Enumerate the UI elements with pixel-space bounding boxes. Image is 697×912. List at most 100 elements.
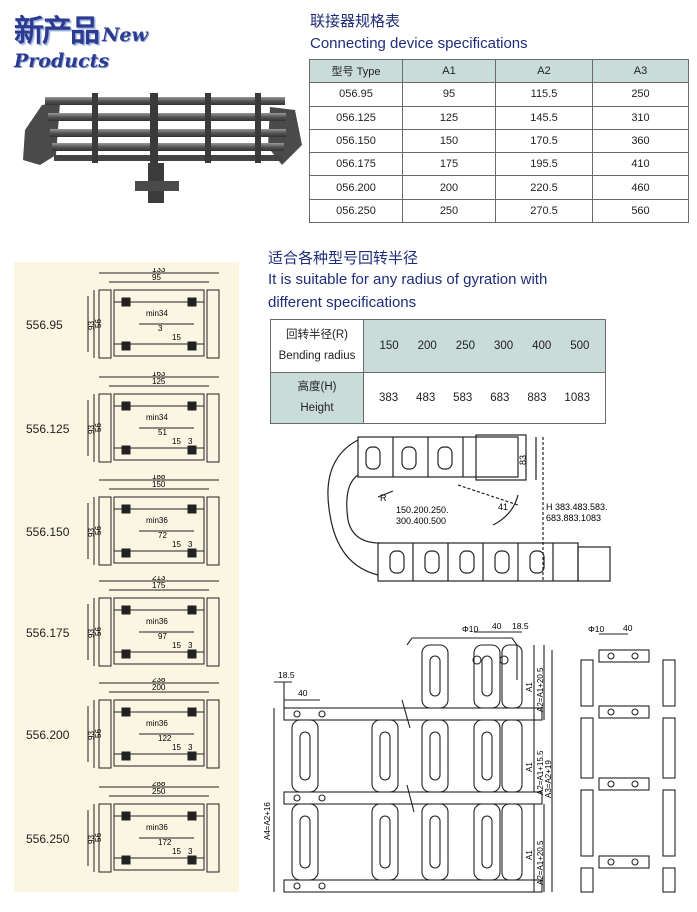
a1-top-label: A1 bbox=[525, 682, 534, 692]
radius-label-cn: 回转半径(R) bbox=[286, 329, 348, 341]
height-label-en: Height bbox=[300, 402, 334, 414]
height-values: 383 483 583 683 883 1083 bbox=[363, 372, 606, 424]
link-side-view-drawing: Φ10 40 bbox=[580, 623, 676, 893]
dim-min-width: min34 bbox=[146, 413, 168, 422]
radius-value: 150 bbox=[379, 340, 399, 352]
a2-mid-formula-label: A2=A1+15.5 bbox=[536, 750, 545, 795]
radius-label-en: Bending radius bbox=[278, 350, 356, 362]
cross-section-label: 556.200 bbox=[26, 728, 70, 742]
dim-inner-width: 150 bbox=[152, 480, 166, 489]
height-value: 383 bbox=[378, 392, 399, 404]
dim-extra-width: 3 bbox=[188, 540, 193, 549]
dim-min-width: min34 bbox=[146, 309, 168, 318]
dim-small-width: 15 bbox=[172, 437, 181, 446]
cell-a1: 125 bbox=[402, 105, 496, 130]
spec-col-a2: A2 bbox=[495, 58, 593, 84]
dim-outer-width: 188 bbox=[152, 475, 166, 481]
cell-type: 056.200 bbox=[309, 175, 403, 200]
cell-a2: 195.5 bbox=[495, 152, 593, 177]
height-value: 1083 bbox=[564, 392, 591, 404]
dim-height-93: 93 bbox=[87, 835, 96, 844]
height-values-line2: 683.883.1083 bbox=[546, 513, 601, 523]
angle-41-label: 41 bbox=[498, 502, 508, 512]
radius-title-en-2: different specifications bbox=[268, 294, 417, 311]
cell-a2: 145.5 bbox=[495, 105, 593, 130]
cell-a2: 170.5 bbox=[495, 128, 593, 154]
dim-outer-width: 163 bbox=[152, 372, 166, 378]
cell-a3: 360 bbox=[592, 128, 689, 154]
dim-height-56: 56 bbox=[94, 833, 103, 842]
side-view-unit bbox=[580, 649, 676, 707]
dim-height-93: 93 bbox=[87, 629, 96, 638]
dim-mid-width: 97 bbox=[158, 632, 167, 641]
dim-extra-width: 3 bbox=[188, 847, 193, 856]
a4-formula-label: A4=A2+16 bbox=[263, 802, 272, 840]
cable-chain-photo bbox=[23, 93, 302, 203]
dim-inner-width: 250 bbox=[152, 787, 166, 796]
dim-mid-width: 51 bbox=[158, 428, 167, 437]
height-values-line1: H 383.483.583. bbox=[546, 502, 608, 512]
a2-bottom-formula-label: A2=A1+20.5 bbox=[536, 840, 545, 885]
radius-title-cn: 适合各种型号回转半径 bbox=[268, 249, 419, 267]
radius-value: 300 bbox=[493, 340, 514, 352]
cell-type: 056.150 bbox=[309, 128, 403, 154]
a1-mid-label: A1 bbox=[525, 762, 534, 772]
dim-min-width: min36 bbox=[146, 617, 168, 626]
cell-a1: 95 bbox=[402, 82, 496, 107]
cell-a1: 175 bbox=[402, 152, 496, 177]
cell-type: 056.250 bbox=[309, 198, 403, 224]
height-value: 883 bbox=[527, 392, 547, 404]
dim-min-width: min36 bbox=[146, 719, 168, 728]
dim-mid-width: 172 bbox=[158, 838, 172, 847]
dim-mid-width: 72 bbox=[158, 531, 167, 540]
cell-type: 056.95 bbox=[309, 82, 403, 107]
dim-40-top-label: 40 bbox=[492, 621, 502, 631]
dim-small-width: 15 bbox=[172, 641, 181, 650]
dim-18-5-top-label: 18.5 bbox=[512, 621, 529, 631]
cell-a3: 410 bbox=[592, 152, 689, 177]
radius-value: 500 bbox=[570, 340, 590, 352]
chain-bending-diagram: 83 R 150.200.250. 300.400.500 41 H 383.4… bbox=[327, 434, 611, 582]
dim-inner-width: 175 bbox=[152, 581, 166, 590]
cell-a1: 150 bbox=[402, 128, 496, 154]
dim-18-5-left-label: 18.5 bbox=[278, 670, 295, 680]
height-value: 683 bbox=[490, 392, 510, 404]
dim-outer-width: 288 bbox=[152, 782, 166, 788]
a1-bottom-label: A1 bbox=[525, 850, 534, 860]
side-dim-40-label: 40 bbox=[623, 623, 633, 633]
dim-height-56: 56 bbox=[94, 729, 103, 738]
dim-small-width: 15 bbox=[172, 540, 181, 549]
radius-row-label: 回转半径(R) Bending radius bbox=[270, 319, 364, 373]
height-row: 高度(H) Height 383 483 583 683 883 1083 bbox=[270, 372, 606, 424]
cross-section-label: 556.95 bbox=[26, 318, 63, 332]
cell-a2: 220.5 bbox=[495, 175, 593, 200]
dim-min-width: min36 bbox=[146, 823, 168, 832]
bending-radius-table: 回转半径(R) Bending radius 150 200 250 300 4… bbox=[270, 319, 606, 424]
a3-formula-label: A3=A2+19 bbox=[544, 760, 553, 798]
dim-40-left-label: 40 bbox=[298, 688, 308, 698]
cross-section-label: 556.125 bbox=[26, 422, 70, 436]
dim-83-label: 83 bbox=[518, 455, 528, 465]
dim-small-width: 15 bbox=[172, 743, 181, 752]
spec-col-a3: A3 bbox=[592, 58, 689, 84]
dim-height-93: 93 bbox=[87, 425, 96, 434]
dim-height-93: 93 bbox=[87, 528, 96, 537]
radius-value: 400 bbox=[532, 340, 552, 352]
a2-top-formula-label: A2=A1+20.5 bbox=[536, 667, 545, 712]
dim-height-56: 56 bbox=[94, 423, 103, 432]
height-label-cn: 高度(H) bbox=[297, 381, 337, 393]
cell-a3: 310 bbox=[592, 105, 689, 130]
cell-a3: 460 bbox=[592, 175, 689, 200]
